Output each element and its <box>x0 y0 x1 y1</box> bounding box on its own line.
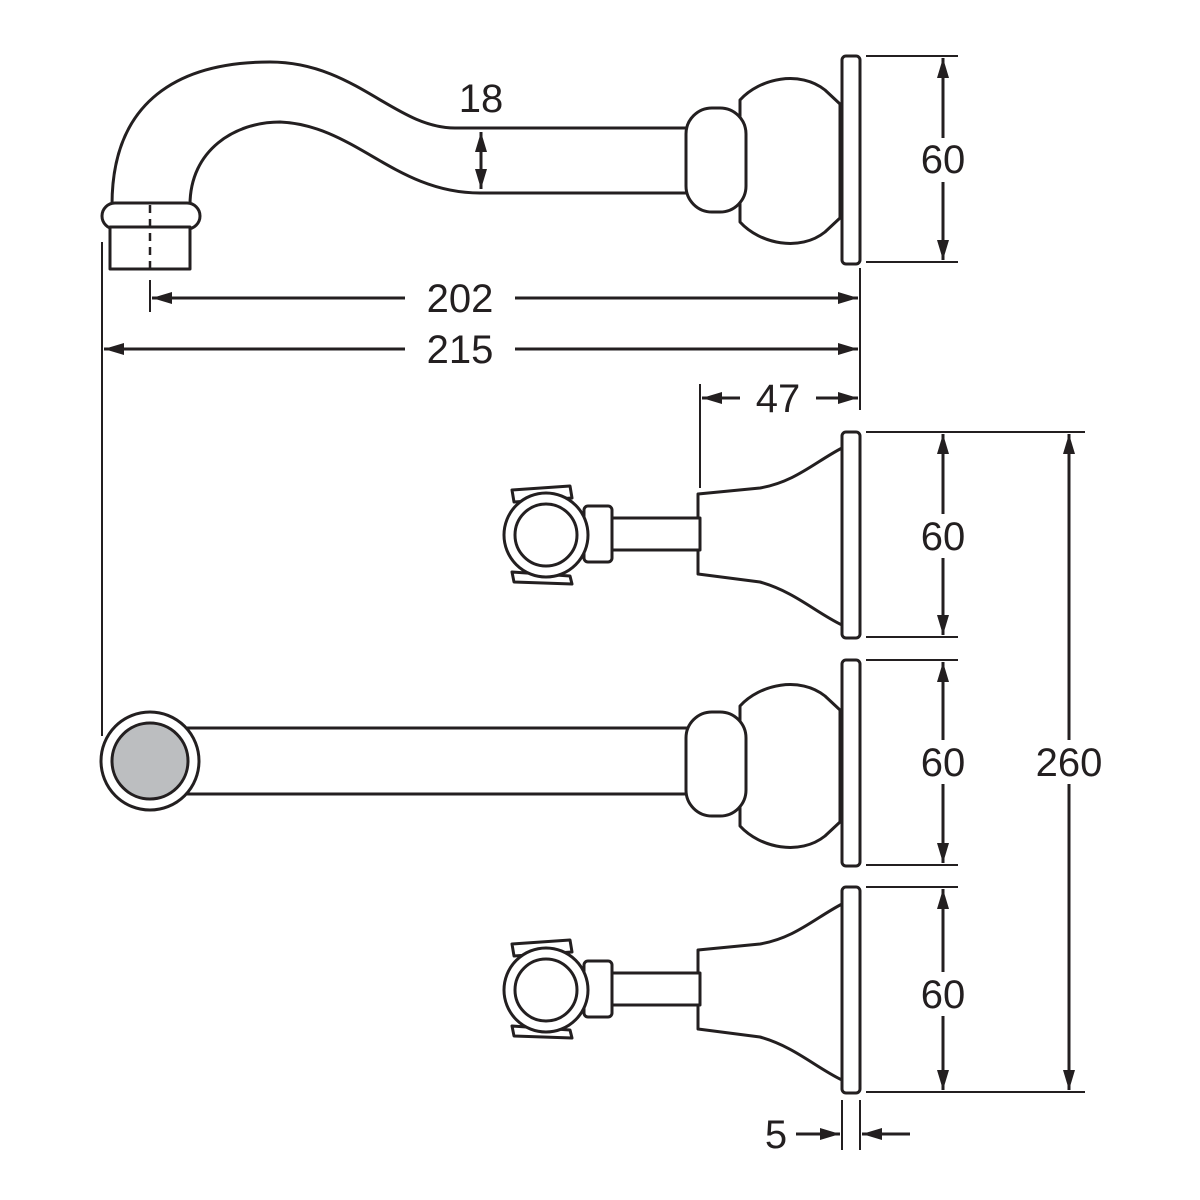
label-upper-handle-plate-height: 60 <box>921 515 966 559</box>
lower-handle-knob-inner <box>513 957 579 1023</box>
spout-top-view <box>99 658 862 868</box>
spout-top-outlet <box>110 721 190 801</box>
dimension-spout-reach: 202 <box>149 276 858 322</box>
upper-handle-wall-plate <box>840 430 862 640</box>
upper-handle-flange <box>696 446 844 627</box>
spout-top-pipe <box>148 726 694 796</box>
dimension-lower-handle-plate-height: 60 <box>866 886 1085 1093</box>
label-pipe-diameter: 18 <box>459 77 504 121</box>
lower-handle-wall-plate <box>840 885 862 1095</box>
spout-side-view <box>100 54 862 271</box>
label-spout-plate-height: 60 <box>921 138 966 182</box>
label-spout-top-plate-height: 60 <box>921 741 966 785</box>
label-overall-height: 260 <box>1036 741 1103 785</box>
label-overall-reach: 215 <box>427 328 494 372</box>
spout-top-body-sphere <box>738 683 842 849</box>
spout-body-sphere <box>738 77 842 245</box>
upper-handle-stem <box>606 516 702 552</box>
lower-handle-flange <box>696 902 844 1082</box>
lower-handle-stem <box>606 971 702 1007</box>
spout-wall-plate <box>840 54 862 266</box>
spout-top-body-ring <box>684 710 748 818</box>
dimension-spout-top-plate-height: 60 <box>866 659 974 866</box>
label-handle-projection: 47 <box>756 377 801 421</box>
spout-top-wall-plate <box>840 658 862 868</box>
dimension-overall-height: 260 <box>866 431 1116 1090</box>
lower-handle <box>502 885 862 1095</box>
upper-handle-knob-inner <box>513 502 579 568</box>
dimension-upper-handle-plate-height: 60 <box>866 431 974 638</box>
label-spout-reach: 202 <box>427 277 494 321</box>
label-lower-handle-plate-height: 60 <box>921 973 966 1017</box>
dimension-overall-reach: 215 <box>101 242 861 736</box>
dimension-pipe-diameter: 18 <box>459 77 504 189</box>
spout-pipe <box>110 60 692 207</box>
dimension-spout-plate-height: 60 <box>866 55 974 263</box>
upper-handle <box>502 430 862 640</box>
spout-body-ring <box>684 106 748 214</box>
label-plate-thickness: 5 <box>765 1113 787 1157</box>
dimension-handle-projection: 47 <box>699 376 858 488</box>
dimension-plate-thickness: 5 <box>765 1100 910 1157</box>
